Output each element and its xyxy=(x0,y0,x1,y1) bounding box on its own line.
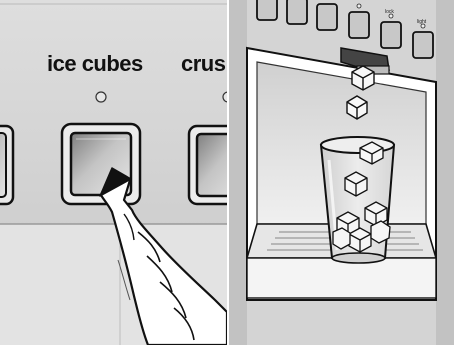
strip-button-1[interactable] xyxy=(257,0,277,20)
ice-cubes-indicator-led-icon xyxy=(96,92,106,102)
light-button-label: light xyxy=(417,20,426,25)
strip-button-4[interactable] xyxy=(349,12,369,38)
lock-button-label: lock xyxy=(385,10,394,15)
ice-cubes-label: ice cubes xyxy=(47,53,143,75)
crushed-ice-label: crus xyxy=(181,53,225,75)
crushed-ice-button[interactable] xyxy=(189,126,227,204)
strip-button-2[interactable] xyxy=(287,0,307,24)
light-button[interactable] xyxy=(413,32,433,58)
lock-button[interactable] xyxy=(381,22,401,48)
left-panel-button-closeup: ice cubes crus xyxy=(0,0,227,345)
strip-button-3[interactable] xyxy=(317,4,337,30)
left-adjacent-button[interactable] xyxy=(0,126,13,204)
right-panel-illustration xyxy=(229,0,454,345)
right-panel-dispenser-view: lock light xyxy=(229,0,454,345)
